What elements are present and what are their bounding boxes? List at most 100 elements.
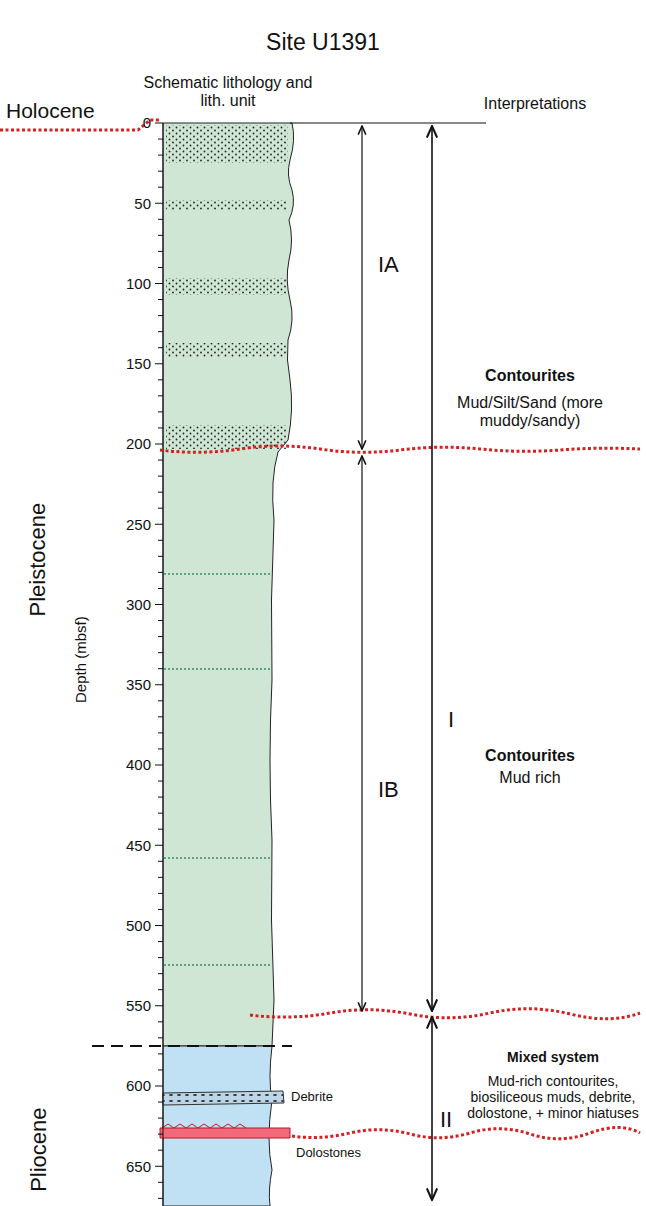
drawing-part <box>160 446 640 452</box>
drawing-part <box>164 668 270 669</box>
drawing-part <box>158 861 163 862</box>
depth-tick-label: 250 <box>126 516 151 533</box>
depth-tick-label: 300 <box>126 596 151 613</box>
interpretation-heading: Mixed system <box>507 1049 599 1065</box>
drawing-part <box>158 331 163 332</box>
drawing-part <box>158 219 163 220</box>
drawing-part <box>158 540 163 541</box>
drawing-part <box>158 1069 163 1070</box>
drawing-part <box>163 1046 272 1206</box>
drawing-part <box>158 893 163 894</box>
drawing-part <box>158 973 163 974</box>
drawing-part <box>158 941 163 942</box>
drawing-part <box>158 797 163 798</box>
depth-tick-label: 650 <box>126 1158 151 1175</box>
drawing-part <box>155 1086 163 1087</box>
drawing-part <box>158 155 163 156</box>
drawing-part <box>158 1021 163 1022</box>
drawing-part <box>155 283 163 284</box>
drawing-part <box>290 122 486 123</box>
drawing-part <box>431 126 433 1011</box>
layer-label: Dolostones <box>296 1146 361 1161</box>
drawing-part <box>158 732 163 733</box>
drawing-part <box>164 574 270 965</box>
drawing-part <box>158 556 163 557</box>
drawing-part <box>158 652 163 653</box>
drawing-part <box>158 813 163 814</box>
drawing-part <box>158 909 163 910</box>
drawing-part <box>166 425 286 449</box>
drawing-part <box>158 829 163 830</box>
drawing-part <box>158 989 163 990</box>
drawing-part <box>166 125 288 163</box>
drawing-part <box>158 1134 163 1135</box>
column-header: Interpretations <box>484 95 586 113</box>
interpretation-heading: Contourites <box>485 747 575 765</box>
drawing-part <box>158 476 163 477</box>
drawing-part <box>158 572 163 573</box>
depth-tick-label: 100 <box>126 275 151 292</box>
drawing-part <box>155 123 163 124</box>
interpretation-text: Mud rich <box>499 769 560 787</box>
drawing-part <box>0 120 640 1139</box>
drawing-part <box>155 1005 163 1006</box>
layer-label: Debrite <box>291 1090 333 1105</box>
interpretation-text: Mud-rich contourites, biosiliceous muds,… <box>467 1073 639 1121</box>
drawing-part <box>158 171 163 172</box>
interpretation-text: Mud/Silt/Sand (more muddy/sandy) <box>430 394 630 431</box>
drawing-part <box>164 573 270 574</box>
drawing-part <box>158 139 163 140</box>
unit-label: IB <box>378 777 399 802</box>
drawing-part <box>162 1124 246 1128</box>
depth-tick-label: 350 <box>126 676 151 693</box>
interpretation-heading: Contourites <box>485 367 575 385</box>
drawing-part <box>155 765 163 766</box>
drawing-part <box>158 427 163 428</box>
drawing-part <box>158 379 163 380</box>
drawing-part <box>158 748 163 749</box>
drawing-part <box>158 700 163 701</box>
drawing-part <box>158 1053 163 1054</box>
drawing-part <box>160 1128 290 1138</box>
drawing-part <box>158 267 163 268</box>
axis-title: Depth (mbsf) <box>71 617 88 704</box>
drawing-part <box>155 684 163 685</box>
drawing-part <box>166 278 286 295</box>
depth-tick-label: 600 <box>126 1077 151 1094</box>
drawing-part <box>158 877 163 878</box>
unit-label: I <box>448 707 454 732</box>
drawing-part <box>158 299 163 300</box>
drawing-part <box>158 1037 163 1038</box>
drawing-part <box>158 1182 163 1183</box>
drawing-part <box>158 347 163 348</box>
drawing-part <box>158 1150 163 1151</box>
drawing-part <box>158 1118 163 1119</box>
depth-tick-label: 400 <box>126 756 151 773</box>
drawing-part <box>155 363 163 364</box>
epoch-label: Holocene <box>6 99 95 123</box>
drawing-part <box>166 200 286 210</box>
drawing-part <box>155 203 163 204</box>
drawing-part <box>155 444 163 445</box>
drawing-part <box>158 668 163 669</box>
drawing-part <box>164 964 270 965</box>
unit-label: IA <box>378 252 399 277</box>
drawing-part <box>163 123 164 1206</box>
drawing-part <box>158 235 163 236</box>
drawing-part <box>158 1198 163 1199</box>
drawing-part <box>155 845 163 846</box>
drawing-part <box>158 251 163 252</box>
drawing-part <box>155 1166 163 1167</box>
depth-tick-label: 550 <box>126 997 151 1014</box>
drawing-part <box>292 1128 640 1139</box>
depth-tick-label: 50 <box>134 195 151 212</box>
drawing-part <box>155 123 163 1198</box>
drawing-part <box>158 620 163 621</box>
drawing-part <box>158 508 163 509</box>
drawing-part <box>155 524 163 525</box>
drawing-part <box>158 492 163 493</box>
drawing-part <box>158 315 163 316</box>
drawing-part <box>158 636 163 637</box>
drawing-part <box>166 343 286 357</box>
